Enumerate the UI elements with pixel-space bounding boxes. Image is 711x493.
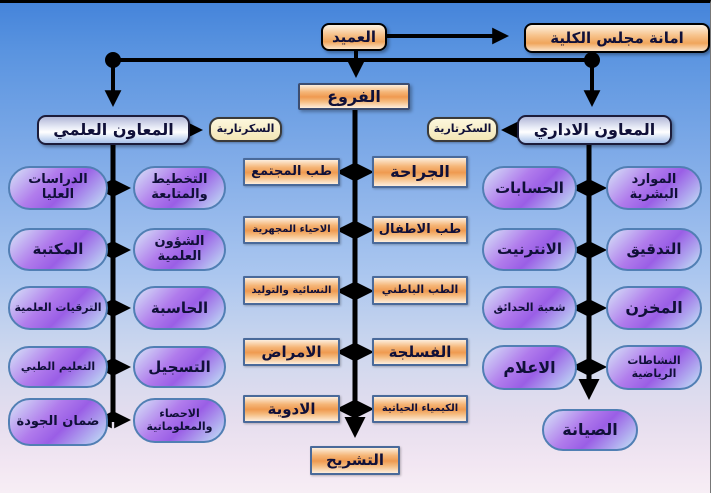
node-branches: الفروع — [298, 83, 410, 110]
oval-maintenance: الصيانة — [542, 409, 638, 451]
node-admin-assistant: المعاون الاداري — [517, 115, 672, 145]
oval-internet: الانترنيت — [482, 228, 577, 271]
oval-warehouse: المخزن — [606, 286, 702, 330]
node-scientific-assistant: المعاون العلمي — [37, 115, 190, 145]
oval-media: الاعلام — [482, 345, 577, 390]
dept-anatomy: التشريح — [310, 446, 400, 475]
node-council-secretariat: امانة مجلس الكلية — [524, 23, 710, 53]
dept-physiology: الفسلجة — [372, 338, 468, 366]
oval-postgraduate-studies: الدراسات العليا — [8, 166, 108, 210]
dept-pathology: الامراض — [243, 338, 340, 366]
dept-obstetrics-gynecology: النسائية والتوليد — [243, 276, 340, 305]
oval-human-resources: الموارد البشرية — [606, 166, 702, 210]
node-secretariat-scientific: السكرتارية — [209, 117, 282, 142]
dept-surgery: الجراحة — [372, 156, 468, 188]
dept-community-medicine: طب المجتمع — [243, 158, 340, 186]
junction-dot-right — [584, 52, 600, 68]
dept-biochemistry: الكيمياء الحياتية — [372, 395, 468, 423]
oval-planning-followup: التخطيط والمتابعة — [133, 166, 226, 210]
dept-pediatrics: طب الاطفال — [372, 216, 468, 244]
oval-gardens-division: شعبة الحدائق — [482, 286, 577, 330]
oval-audit: التدقيق — [606, 228, 702, 271]
oval-scientific-promotions: الترقيات العلمية — [8, 286, 108, 330]
dept-microbiology: الاحياء المجهرية — [243, 216, 340, 244]
node-secretariat-admin: السكرتارية — [427, 117, 498, 142]
oval-sports-activities: النشاطات الرياضية — [606, 345, 702, 390]
dept-pharmacology: الادوية — [243, 395, 340, 423]
node-dean: العميد — [321, 23, 387, 51]
oval-registration: التسجيل — [133, 346, 226, 388]
oval-medical-education: التعليم الطبي — [8, 346, 108, 388]
oval-computer-center: الحاسبة — [133, 286, 226, 330]
junction-dot-left — [105, 52, 121, 68]
oval-library: المكتبة — [8, 228, 108, 271]
dept-internal-medicine: الطب الباطني — [372, 276, 468, 305]
oval-scientific-affairs: الشؤون العلمية — [133, 228, 226, 271]
oval-quality-assurance: ضمان الجودة — [8, 398, 108, 446]
oval-statistics-informatics: الاحصاء والمعلوماتية — [133, 398, 226, 443]
oval-accounts: الحسابات — [482, 166, 577, 210]
